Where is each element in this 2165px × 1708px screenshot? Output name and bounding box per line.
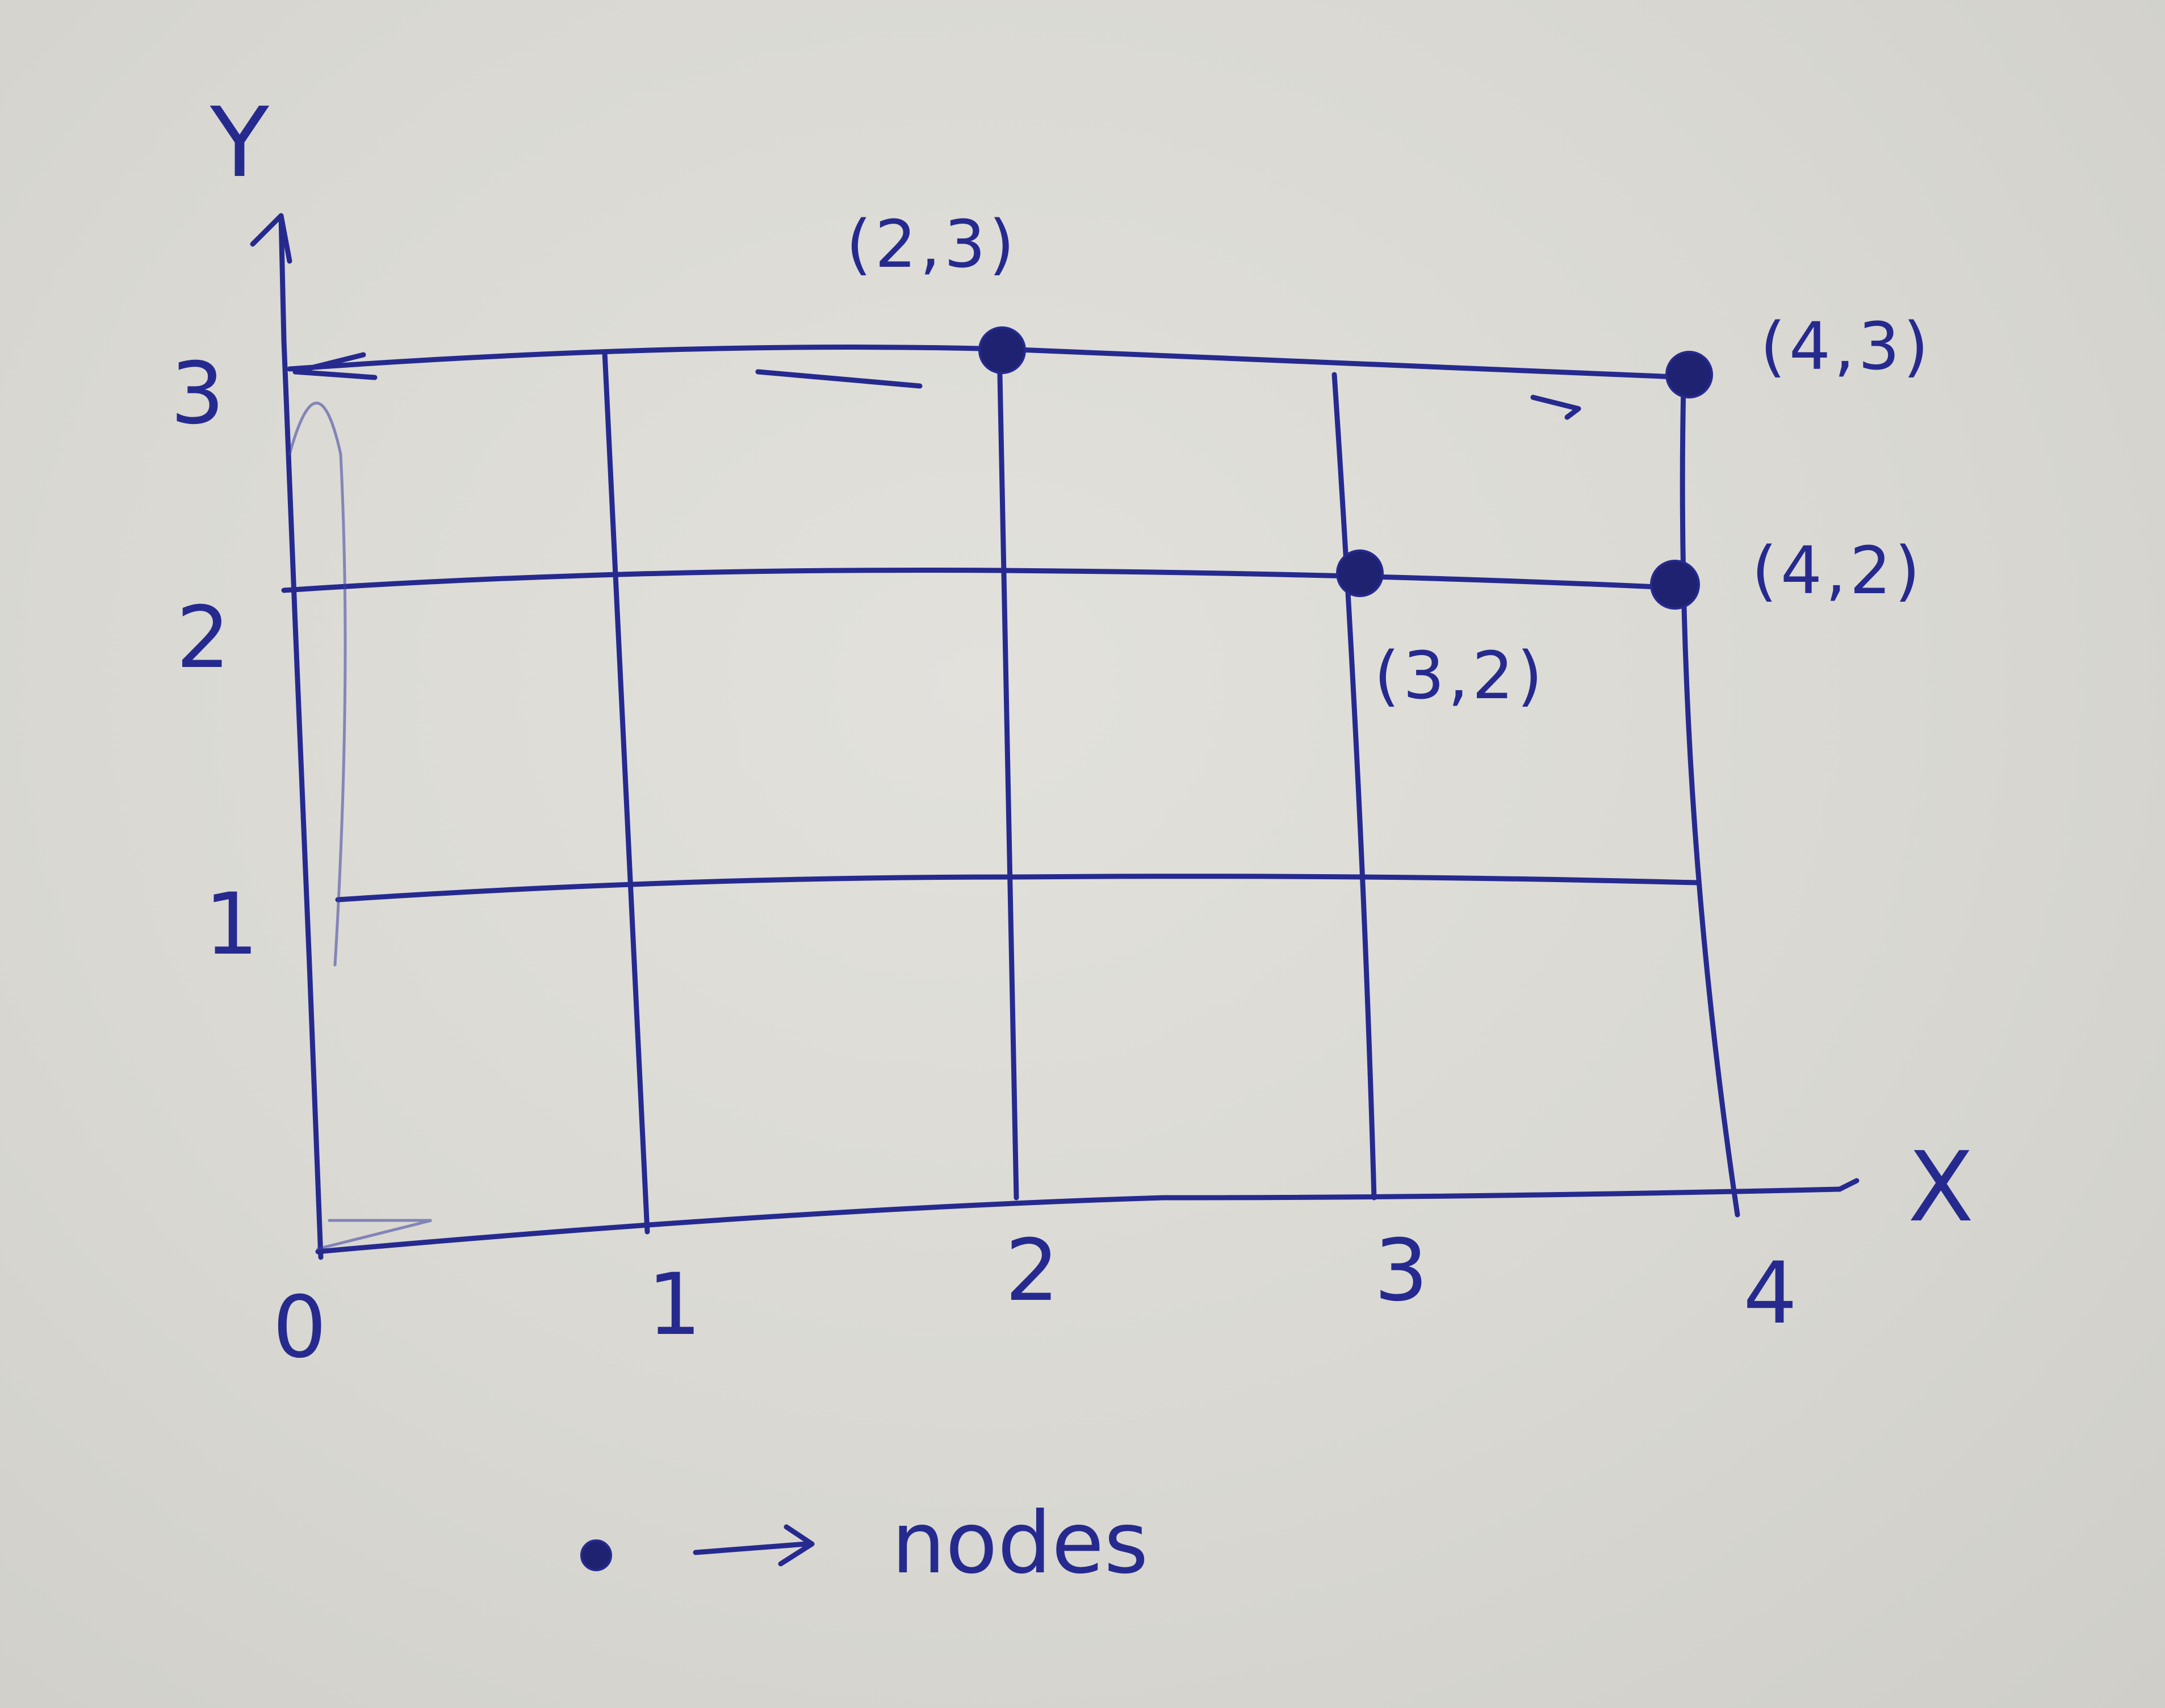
node-label-4-3: (4,3) <box>1760 309 1932 385</box>
legend-node-dot <box>580 1539 612 1571</box>
grid-line-y1 <box>335 874 1701 903</box>
tick-labels: 0 1 2 3 4 1 2 3 X Y <box>170 87 1974 1377</box>
y-tick-1: 1 <box>204 875 258 974</box>
node-label-4-2: (4,2) <box>1752 533 1924 609</box>
node-4-2 <box>1650 560 1700 610</box>
y-tick-2: 2 <box>176 589 230 687</box>
x-tick-4: 4 <box>1743 1244 1797 1343</box>
x-tick-3: 3 <box>1374 1222 1428 1320</box>
legend-arrow-icon <box>693 1524 815 1567</box>
grid-line-x4 <box>1680 383 1740 1218</box>
grid-line-x1 <box>602 349 650 1235</box>
x-tick-1: 1 <box>647 1256 701 1354</box>
legend: nodes <box>580 1494 1149 1593</box>
top-right-scribble <box>1530 395 1581 420</box>
y-tick-3: 3 <box>170 345 224 443</box>
x-axis-line <box>315 1186 1842 1254</box>
top-scribble <box>755 369 923 389</box>
node-4-3 <box>1665 351 1713 398</box>
grid-lines <box>250 213 1860 1260</box>
faint-scribble <box>288 401 347 967</box>
faint-scribble-bottom <box>316 1219 432 1250</box>
node-label-2-3: (2,3) <box>846 207 1018 283</box>
x-tick-2: 2 <box>1005 1222 1059 1320</box>
node-label-3-2: (3,2) <box>1374 638 1546 714</box>
grid-line-x2 <box>996 343 1019 1201</box>
x-axis-arrowhead <box>1837 1178 1860 1192</box>
x-axis-label: X <box>1908 1131 1974 1244</box>
grid-line-y2 <box>281 567 1672 593</box>
y3-arrow-mark <box>292 352 378 380</box>
y-axis-label: Y <box>210 87 270 199</box>
x-tick-0: 0 <box>273 1278 326 1377</box>
node-3-2 <box>1336 549 1384 597</box>
y-axis-line <box>281 338 324 1260</box>
y-axis-extension <box>278 213 287 343</box>
nodes <box>978 326 1713 610</box>
grid-line-x3 <box>1331 372 1377 1201</box>
legend-text: nodes <box>891 1494 1149 1593</box>
node-2-3 <box>978 326 1026 374</box>
node-labels: (2,3) (4,3) (4,2) (3,2) <box>846 207 1932 714</box>
